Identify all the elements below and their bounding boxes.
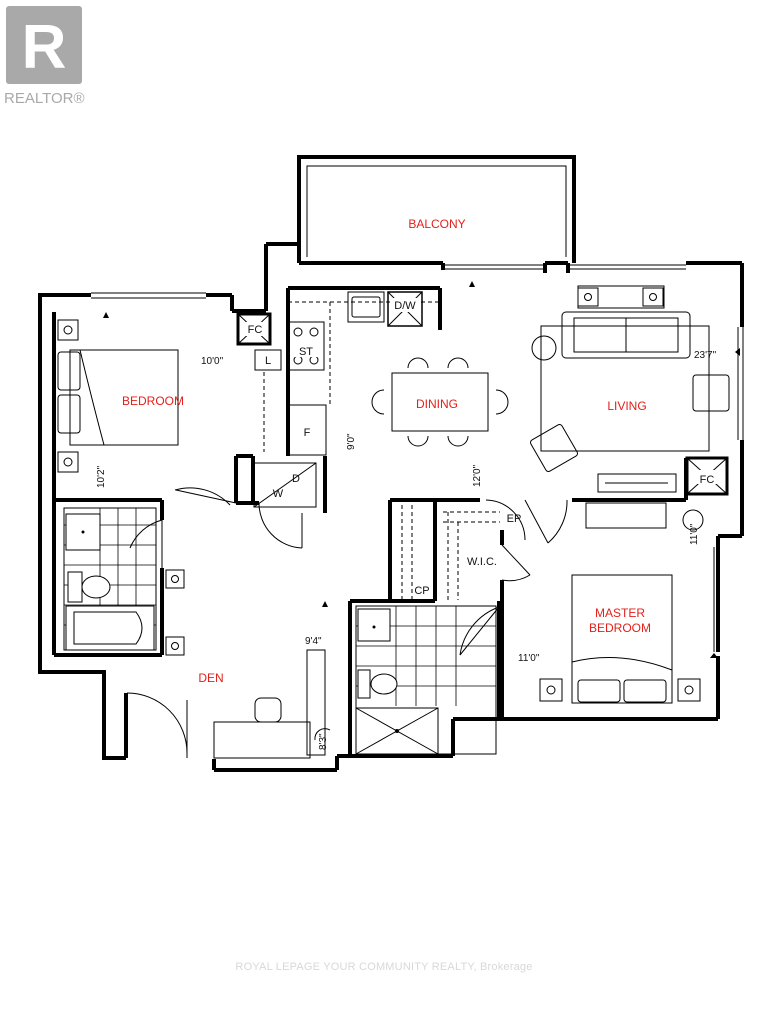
den-furniture — [213, 649, 326, 759]
room-label-wic: W.I.C. — [467, 556, 497, 568]
dim-master-width: 11'0" — [518, 653, 540, 664]
w-label: W — [273, 488, 284, 500]
toilet-icon — [357, 669, 398, 699]
sofa-icon — [561, 311, 691, 359]
ep-label: EP — [507, 513, 522, 525]
room-label-living: LIVING — [607, 399, 646, 413]
room-label-dining: DINING — [416, 397, 458, 411]
realtor-logo-r: R — [22, 13, 67, 82]
dim-master-height: 11'0" — [689, 523, 700, 545]
room-label-bedroom: BEDROOM — [122, 394, 184, 408]
windows — [91, 264, 744, 652]
dim-dining-height: 9'0" — [346, 433, 357, 450]
cp-label: CP — [414, 585, 429, 597]
closets — [401, 505, 500, 600]
living-furniture — [530, 285, 730, 531]
dim-living-height: 12'0" — [472, 464, 483, 487]
realtor-logo-text: REALTOR® — [4, 90, 85, 107]
dim-den-width: 9'4" — [305, 636, 322, 647]
dim-bedroom-height: 10'2" — [96, 465, 107, 488]
room-label-master-2: BEDROOM — [589, 621, 651, 635]
desk-chair-icon — [254, 697, 282, 723]
dim-bedroom-width: 10'0" — [201, 356, 224, 367]
dining-table-icon — [371, 357, 509, 447]
fc-label-top: FC — [248, 324, 263, 336]
fc-label-right: FC — [700, 474, 715, 486]
d-label: D — [292, 473, 300, 485]
dim-den-height: 8'3" — [318, 733, 329, 750]
dw-label: D/W — [394, 300, 416, 312]
outlet-icon — [57, 287, 701, 702]
bathroom-ensuite — [355, 605, 497, 755]
room-label-den: DEN — [198, 671, 223, 685]
dim-living-width: 23'7" — [694, 350, 717, 361]
bed-icon — [571, 574, 673, 704]
brokerage-watermark: ROYAL LEPAGE YOUR COMMUNITY REALTY, Brok… — [235, 961, 533, 973]
f-label: F — [304, 427, 311, 439]
st-label: ST — [299, 346, 313, 358]
armchair-icon — [692, 374, 730, 412]
bed-icon — [57, 349, 179, 446]
bathroom-left — [63, 507, 157, 651]
sink-icon — [357, 608, 391, 642]
closet-x-icon — [236, 312, 729, 496]
toilet-icon — [67, 571, 111, 603]
realtor-logo: R REALTOR® — [4, 6, 85, 107]
shower-icon — [355, 707, 439, 755]
room-label-balcony: BALCONY — [408, 217, 465, 231]
realtor-logo-icon — [6, 6, 82, 84]
balcony — [297, 155, 576, 263]
l-label: L — [265, 355, 271, 367]
room-label-master-1: MASTER — [595, 606, 645, 620]
bathtub-icon — [65, 605, 155, 651]
kitchen — [253, 291, 440, 508]
markers — [103, 281, 740, 658]
